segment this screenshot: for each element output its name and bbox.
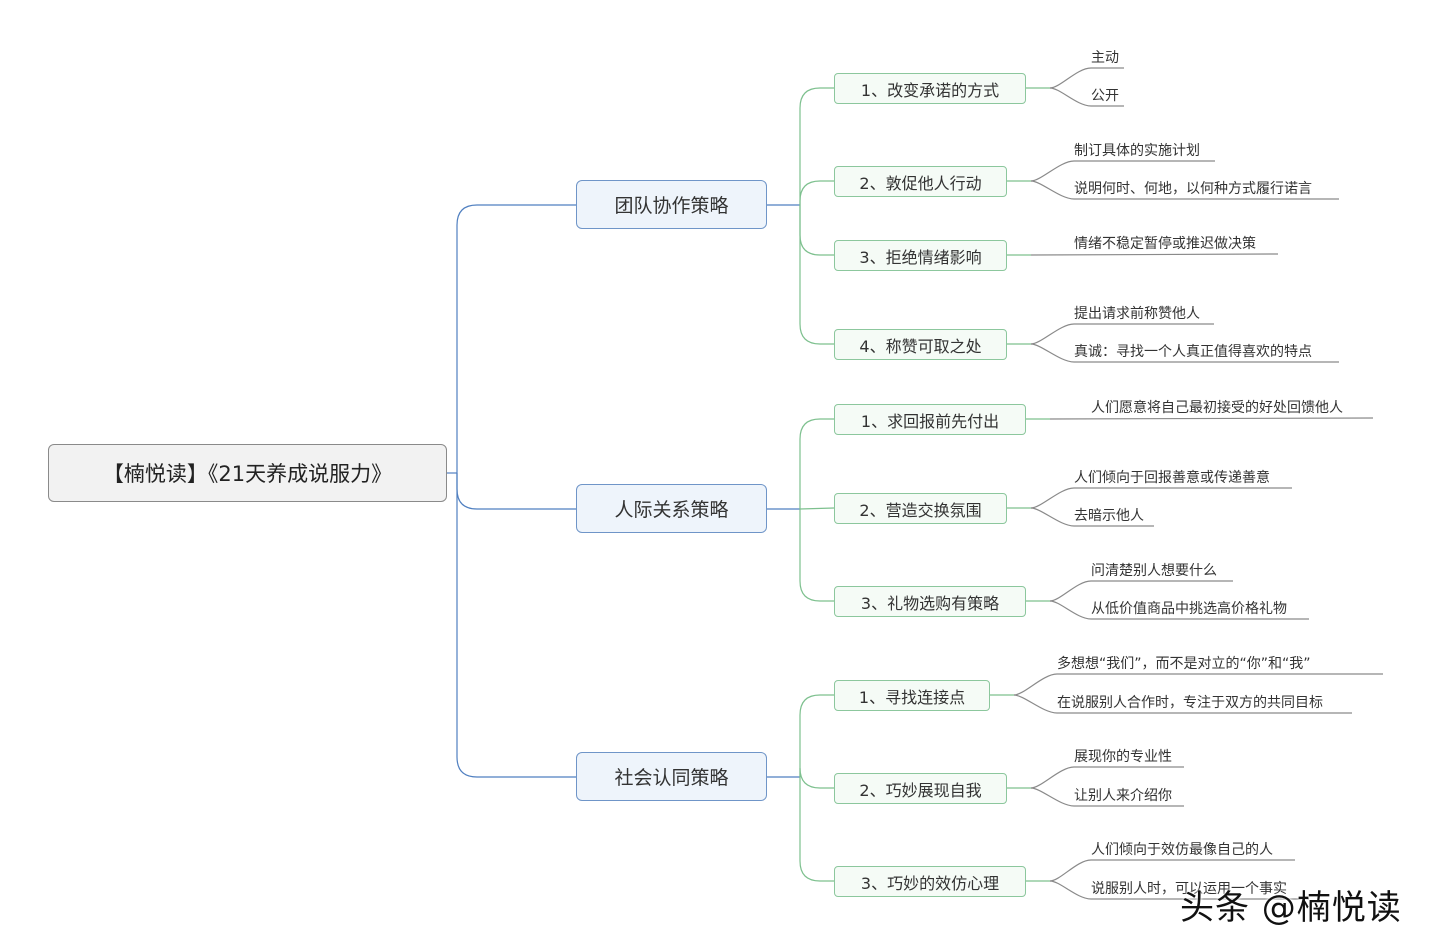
connector-leaf	[1049, 880, 1309, 900]
leaf-text: 问清楚别人想要什么	[1091, 563, 1217, 579]
leaf-text: 展现你的专业性	[1074, 749, 1172, 765]
root-topic-label: 【楠悦读】《21天养成说服力》	[102, 462, 393, 486]
leaf-text: 情绪不稳定暂停或推迟做决策	[1074, 236, 1256, 252]
leaf-imitate-similar[interactable]: 人们倾向于效仿最像自己的人	[1091, 841, 1273, 859]
connector-leaf	[1013, 694, 1352, 714]
connector-branch-topic	[799, 418, 834, 509]
topic-imitation-psychology[interactable]: 3、巧妙的效仿心理	[834, 866, 1026, 897]
leaf-praise-before-request[interactable]: 提出请求前称赞他人	[1074, 305, 1200, 323]
topic-give-first[interactable]: 1、求回报前先付出	[834, 404, 1026, 435]
leaf-return-kindness[interactable]: 人们倾向于回报善意或传递善意	[1074, 469, 1270, 487]
leaf-low-value-high-price[interactable]: 从低价值商品中挑选高价格礼物	[1091, 600, 1287, 618]
leaf-text: 说明何时、何地，以何种方式履行诺言	[1074, 181, 1312, 197]
leaf-pause-decision[interactable]: 情绪不稳定暂停或推迟做决策	[1074, 235, 1256, 253]
connector-leaf	[1030, 766, 1184, 789]
connector-branch-topic	[799, 767, 834, 789]
leaf-text: 从低价值商品中挑选高价格礼物	[1091, 601, 1287, 617]
topic-reject-emotion[interactable]: 3、拒绝情绪影响	[834, 240, 1007, 271]
leaf-text: 人们倾向于回报善意或传递善意	[1074, 470, 1270, 486]
leaf-reciprocate[interactable]: 人们愿意将自己最初接受的好处回馈他人	[1091, 399, 1343, 417]
topic-label: 2、敦促他人行动	[859, 173, 982, 193]
connector-leaf	[1049, 580, 1233, 602]
branch-social-proof[interactable]: 社会认同策略	[576, 752, 767, 801]
leaf-text: 提出请求前称赞他人	[1074, 306, 1200, 322]
leaf-text: 制订具体的实施计划	[1074, 143, 1200, 159]
connector-leaf	[1030, 253, 1279, 256]
topic-show-self[interactable]: 2、巧妙展现自我	[834, 773, 1007, 804]
connector-branch-topic	[799, 205, 834, 256]
leaf-show-expertise[interactable]: 展现你的专业性	[1074, 748, 1172, 766]
watermark-text: 头条 @楠悦读	[1180, 888, 1402, 928]
connector-leaf	[1049, 859, 1295, 882]
connector-branch-topic	[799, 694, 834, 777]
topic-label: 4、称赞可取之处	[859, 336, 982, 356]
leaf-when-where-how[interactable]: 说明何时、何地，以何种方式履行诺言	[1074, 180, 1312, 198]
leaf-text: 公开	[1091, 88, 1119, 104]
leaf-text: 说服别人时，可以运用一个事实	[1091, 881, 1287, 897]
topic-urge-action[interactable]: 2、敦促他人行动	[834, 166, 1007, 197]
branch-label: 社会认同策略	[614, 767, 729, 789]
leaf-text: 让别人来介绍你	[1074, 788, 1172, 804]
watermark: 头条 @楠悦读	[1180, 880, 1402, 929]
leaf-text: 多想想“我们”，而不是对立的“你”和“我”	[1057, 656, 1311, 672]
leaf-we-not-you-me[interactable]: 多想想“我们”，而不是对立的“你”和“我”	[1057, 655, 1311, 673]
topic-label: 3、礼物选购有策略	[860, 593, 1000, 613]
topic-label: 2、营造交换氛围	[859, 500, 982, 520]
branch-interpersonal[interactable]: 人际关系策略	[576, 484, 767, 533]
topic-find-connection[interactable]: 1、寻找连接点	[834, 680, 990, 711]
leaf-common-goal[interactable]: 在说服别人合作时，专注于双方的共同目标	[1057, 694, 1323, 712]
topic-exchange-atmosphere[interactable]: 2、营造交换氛围	[834, 493, 1007, 524]
connector-leaf	[1030, 180, 1339, 200]
topic-change-commitment[interactable]: 1、改变承诺的方式	[834, 73, 1026, 104]
topic-gift-strategy[interactable]: 3、礼物选购有策略	[834, 586, 1026, 617]
topic-label: 1、改变承诺的方式	[860, 80, 1000, 100]
connector-leaf	[1030, 160, 1215, 182]
connector-root-branch	[456, 473, 576, 778]
leaf-ask-wants[interactable]: 问清楚别人想要什么	[1091, 562, 1217, 580]
leaf-public[interactable]: 公开	[1091, 87, 1119, 105]
leaf-text: 人们倾向于效仿最像自己的人	[1091, 842, 1273, 858]
topic-praise-merits[interactable]: 4、称赞可取之处	[834, 329, 1007, 360]
connector-leaf	[1030, 343, 1339, 363]
leaf-sincere[interactable]: 真诚：寻找一个人真正值得喜欢的特点	[1074, 343, 1312, 361]
connector-branch-topic	[799, 777, 834, 882]
leaf-text: 去暗示他人	[1074, 508, 1144, 524]
connector-leaf	[1030, 507, 1154, 527]
connector-branch-topic	[799, 205, 834, 345]
branch-label: 团队协作策略	[614, 195, 729, 217]
connector-leaf	[1013, 673, 1383, 696]
topic-label: 1、求回报前先付出	[860, 411, 1000, 431]
connector-leaf	[1030, 787, 1184, 807]
connector-branch-topic	[799, 507, 835, 510]
connector-leaf	[1030, 487, 1292, 509]
connector-root-branch	[456, 473, 576, 510]
leaf-introduce-you[interactable]: 让别人来介绍你	[1074, 787, 1172, 805]
connector-branch-topic	[799, 509, 834, 602]
leaf-text: 在说服别人合作时，专注于双方的共同目标	[1057, 695, 1323, 711]
branch-label: 人际关系策略	[614, 499, 729, 521]
leaf-concrete-plan[interactable]: 制订具体的实施计划	[1074, 142, 1200, 160]
connector-branch-topic	[799, 180, 834, 205]
leaf-text: 主动	[1091, 50, 1119, 66]
topic-label: 3、拒绝情绪影响	[859, 247, 982, 267]
branch-team-collaboration[interactable]: 团队协作策略	[576, 180, 767, 229]
leaf-proactive[interactable]: 主动	[1091, 49, 1119, 67]
connector-root-branch	[456, 204, 576, 473]
leaf-use-fact[interactable]: 说服别人时，可以运用一个事实	[1091, 880, 1287, 898]
topic-label: 3、巧妙的效仿心理	[860, 873, 1000, 893]
connector-leaf	[1049, 600, 1309, 620]
leaf-text: 真诚：寻找一个人真正值得喜欢的特点	[1074, 344, 1312, 360]
topic-label: 2、巧妙展现自我	[859, 780, 982, 800]
root-topic[interactable]: 【楠悦读】《21天养成说服力》	[48, 444, 447, 502]
leaf-text: 人们愿意将自己最初接受的好处回馈他人	[1091, 400, 1343, 416]
leaf-hint-others[interactable]: 去暗示他人	[1074, 507, 1144, 525]
connector-leaf	[1030, 323, 1214, 345]
connector-branch-topic	[799, 87, 834, 205]
topic-label: 1、寻找连接点	[858, 687, 966, 707]
connector-leaf	[1049, 417, 1374, 420]
connector-leaf	[1049, 87, 1124, 107]
connector-leaf	[1049, 67, 1124, 89]
